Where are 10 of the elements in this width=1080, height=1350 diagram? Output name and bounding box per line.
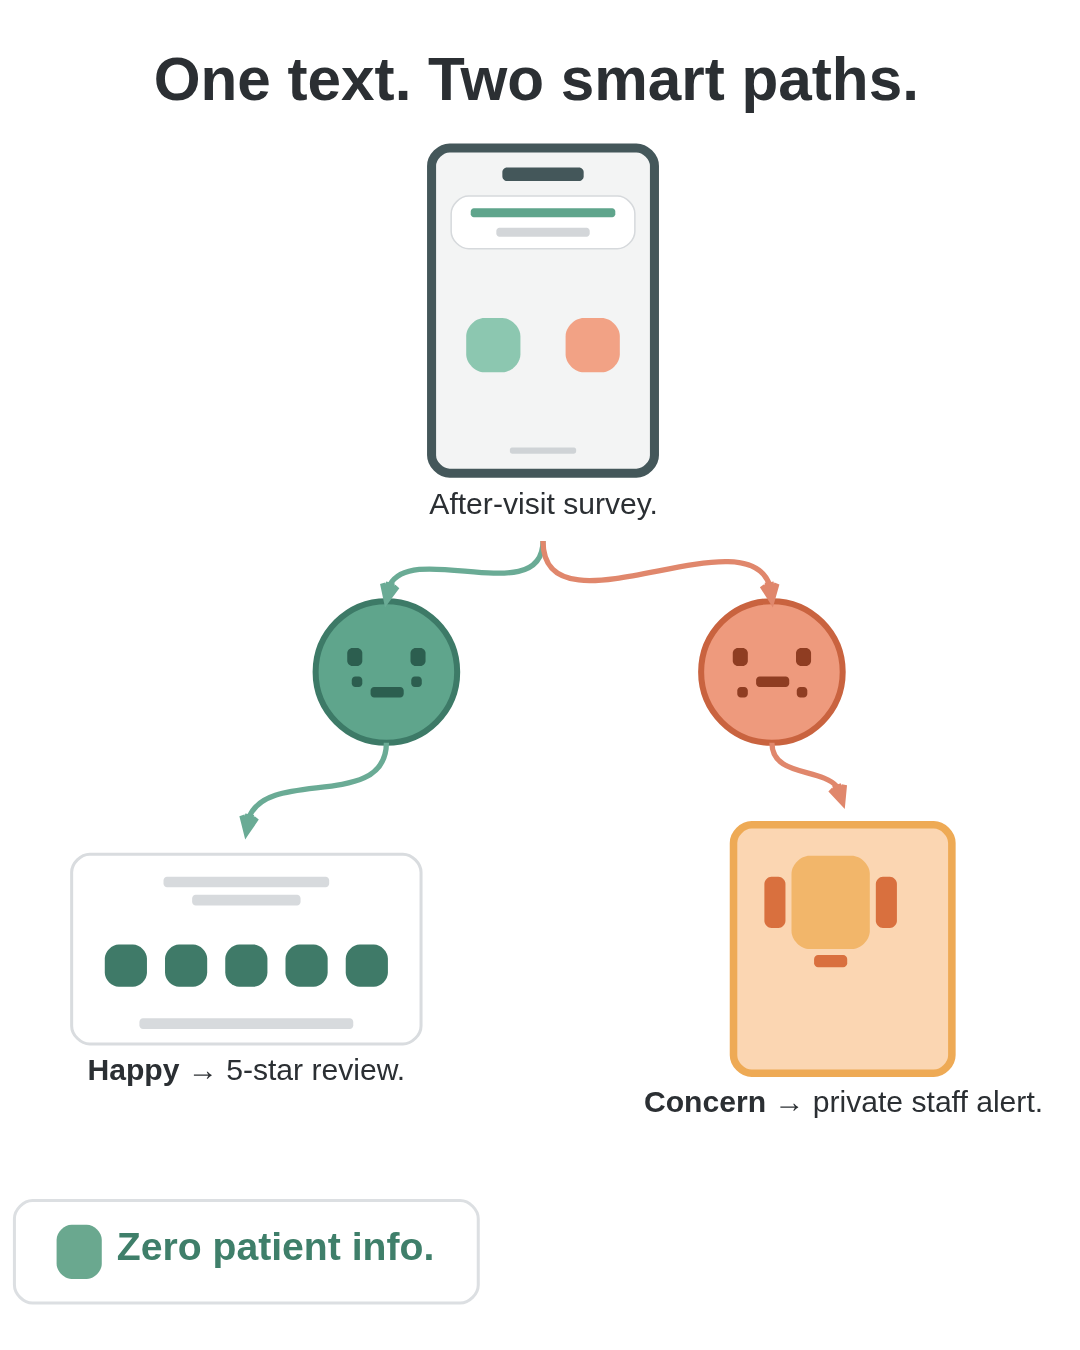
node-circle — [698, 598, 846, 746]
diagram-title: One text. Two smart paths. — [153, 44, 919, 113]
node-label: After-visit survey. — [429, 486, 658, 520]
node-label: Concern → private staff alert. — [643, 1084, 1044, 1118]
node-label: Happy → 5-star review. — [87, 1053, 406, 1087]
node-box: Zero patient info. — [12, 1199, 480, 1305]
node-circle — [312, 598, 461, 746]
arrow — [769, 742, 848, 806]
node-picture — [427, 143, 659, 478]
arrow — [540, 540, 780, 604]
